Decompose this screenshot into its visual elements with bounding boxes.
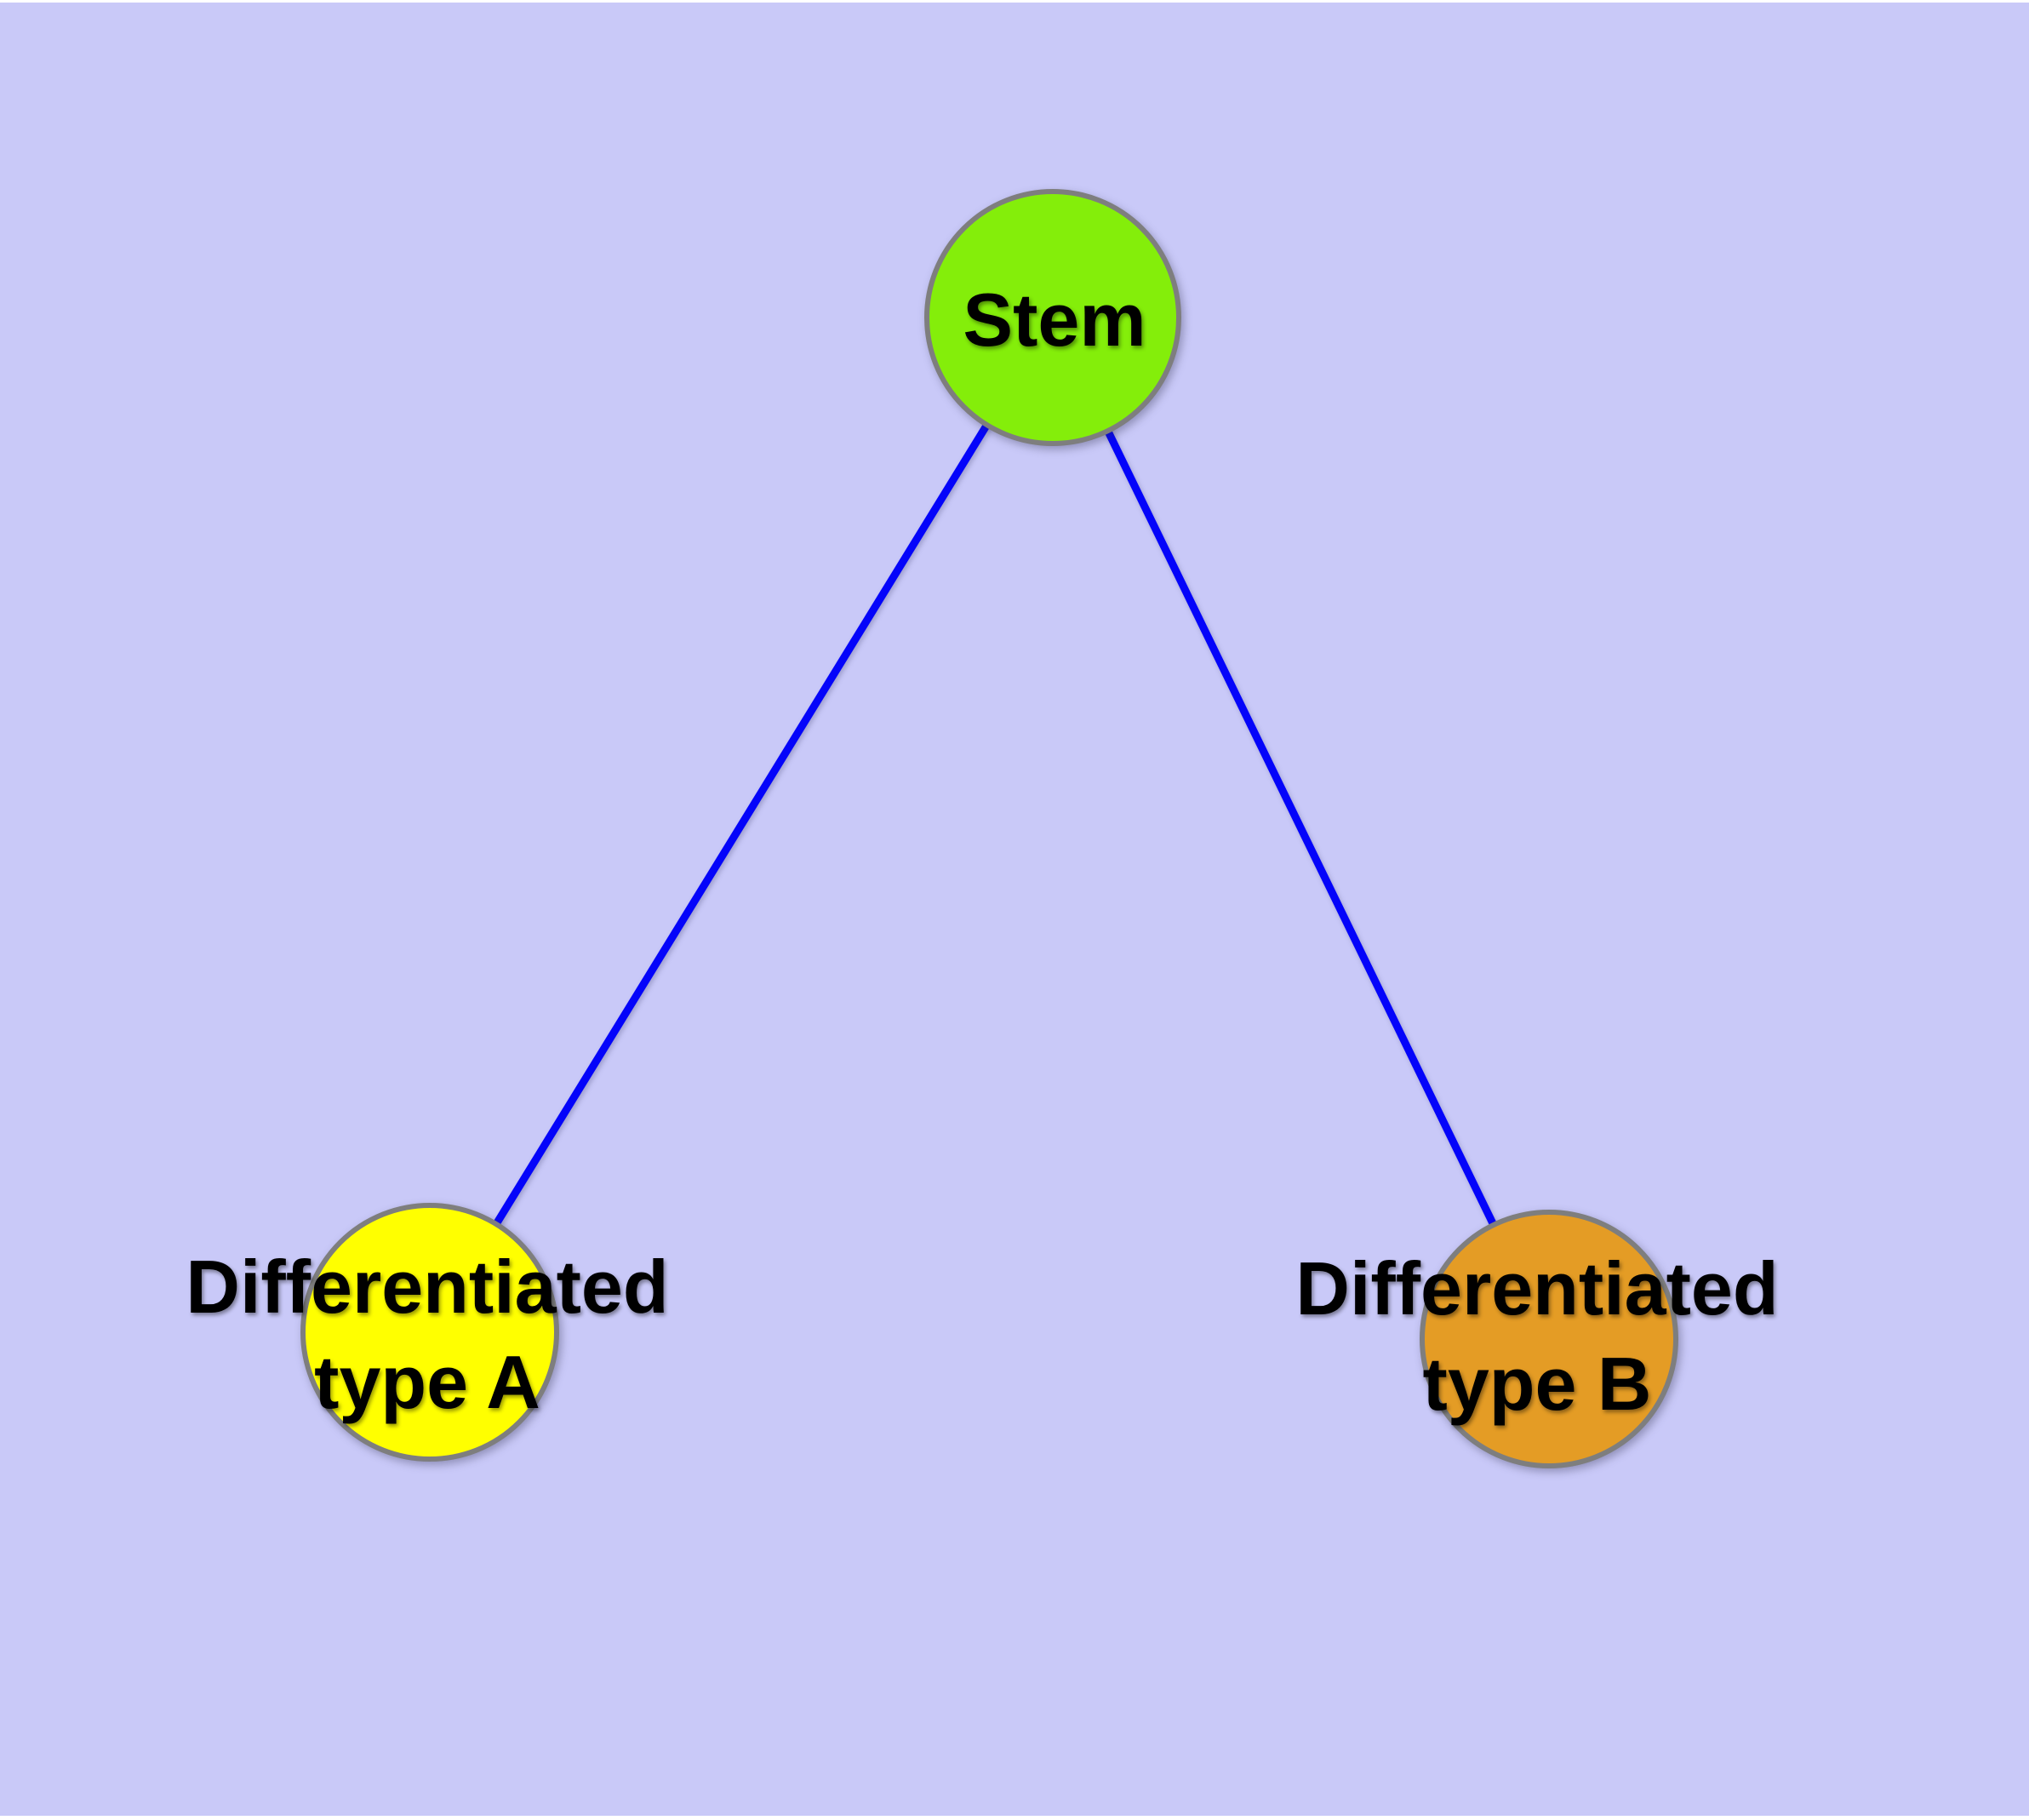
node-differentiated-type-b[interactable]	[1420, 1210, 1678, 1468]
edge-stem-to-type-a[interactable]	[426, 315, 1056, 1335]
node-differentiated-type-a[interactable]	[300, 1203, 559, 1462]
node-stem[interactable]	[924, 189, 1181, 446]
edge-stem-to-type-b[interactable]	[1049, 316, 1553, 1341]
